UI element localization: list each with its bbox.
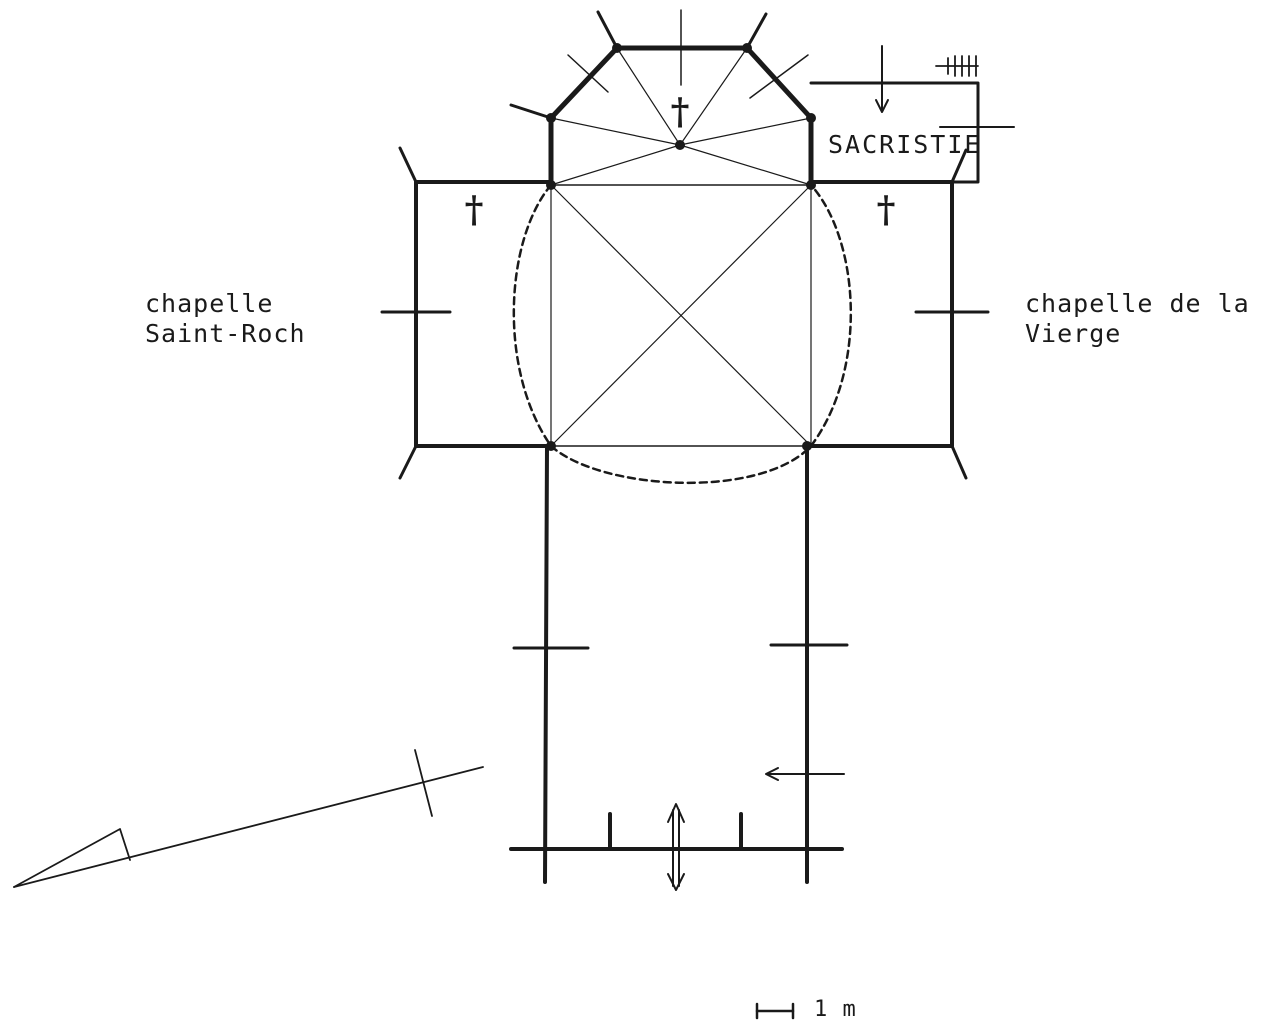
- side-entry-arrow-icon: [765, 767, 845, 781]
- apse-buttress: [596, 10, 619, 50]
- chapel-vierge-line1: chapelle de la: [1025, 289, 1250, 318]
- left-chapel-buttress: [398, 146, 418, 184]
- chapel-saint-roch-line2: Saint-Roch: [145, 319, 306, 348]
- left-chapel-wall: [414, 180, 553, 448]
- scale-bar-icon: [755, 1002, 795, 1020]
- chapel-saint-roch-line1: chapelle: [145, 289, 274, 318]
- crossing-diagonal: [550, 184, 812, 447]
- apse-buttress: [509, 103, 553, 120]
- main-entrance-arrow-icon: [667, 803, 685, 891]
- apse-buttress: [749, 54, 809, 99]
- left-chapel-buttress: [398, 444, 418, 480]
- sacristy-wall: [809, 81, 980, 184]
- altar-cross-icon: †: [877, 189, 896, 231]
- scale-label: 1 m: [814, 997, 857, 1022]
- altar-cross-icon: †: [671, 91, 690, 133]
- right-chapel-buttress: [950, 444, 968, 480]
- apse-wall: [548, 45, 814, 188]
- chapel-vierge-line2: Vierge: [1025, 319, 1122, 348]
- right-chapel-wall: [809, 180, 954, 448]
- chapel-saint-roch-label: chapelle Saint-Roch: [145, 289, 306, 349]
- apse-vault-ribs: [550, 47, 812, 186]
- chapel-vierge-label: chapelle de la Vierge: [1025, 289, 1250, 349]
- sacristy-label: SACRISTIE: [828, 130, 982, 159]
- sacristy-entry-arrow-icon: [875, 45, 889, 113]
- dome-outline: [512, 183, 852, 484]
- right-chapel-buttress: [950, 148, 968, 184]
- north-arrow-icon: [13, 749, 484, 888]
- altar-cross-icon: †: [465, 189, 484, 231]
- sacristy-stair: [935, 55, 979, 77]
- apse-buttress: [567, 54, 609, 93]
- apse-buttress: [745, 12, 768, 50]
- nave-left-wall: [543, 444, 549, 884]
- pillar-points: [546, 43, 816, 451]
